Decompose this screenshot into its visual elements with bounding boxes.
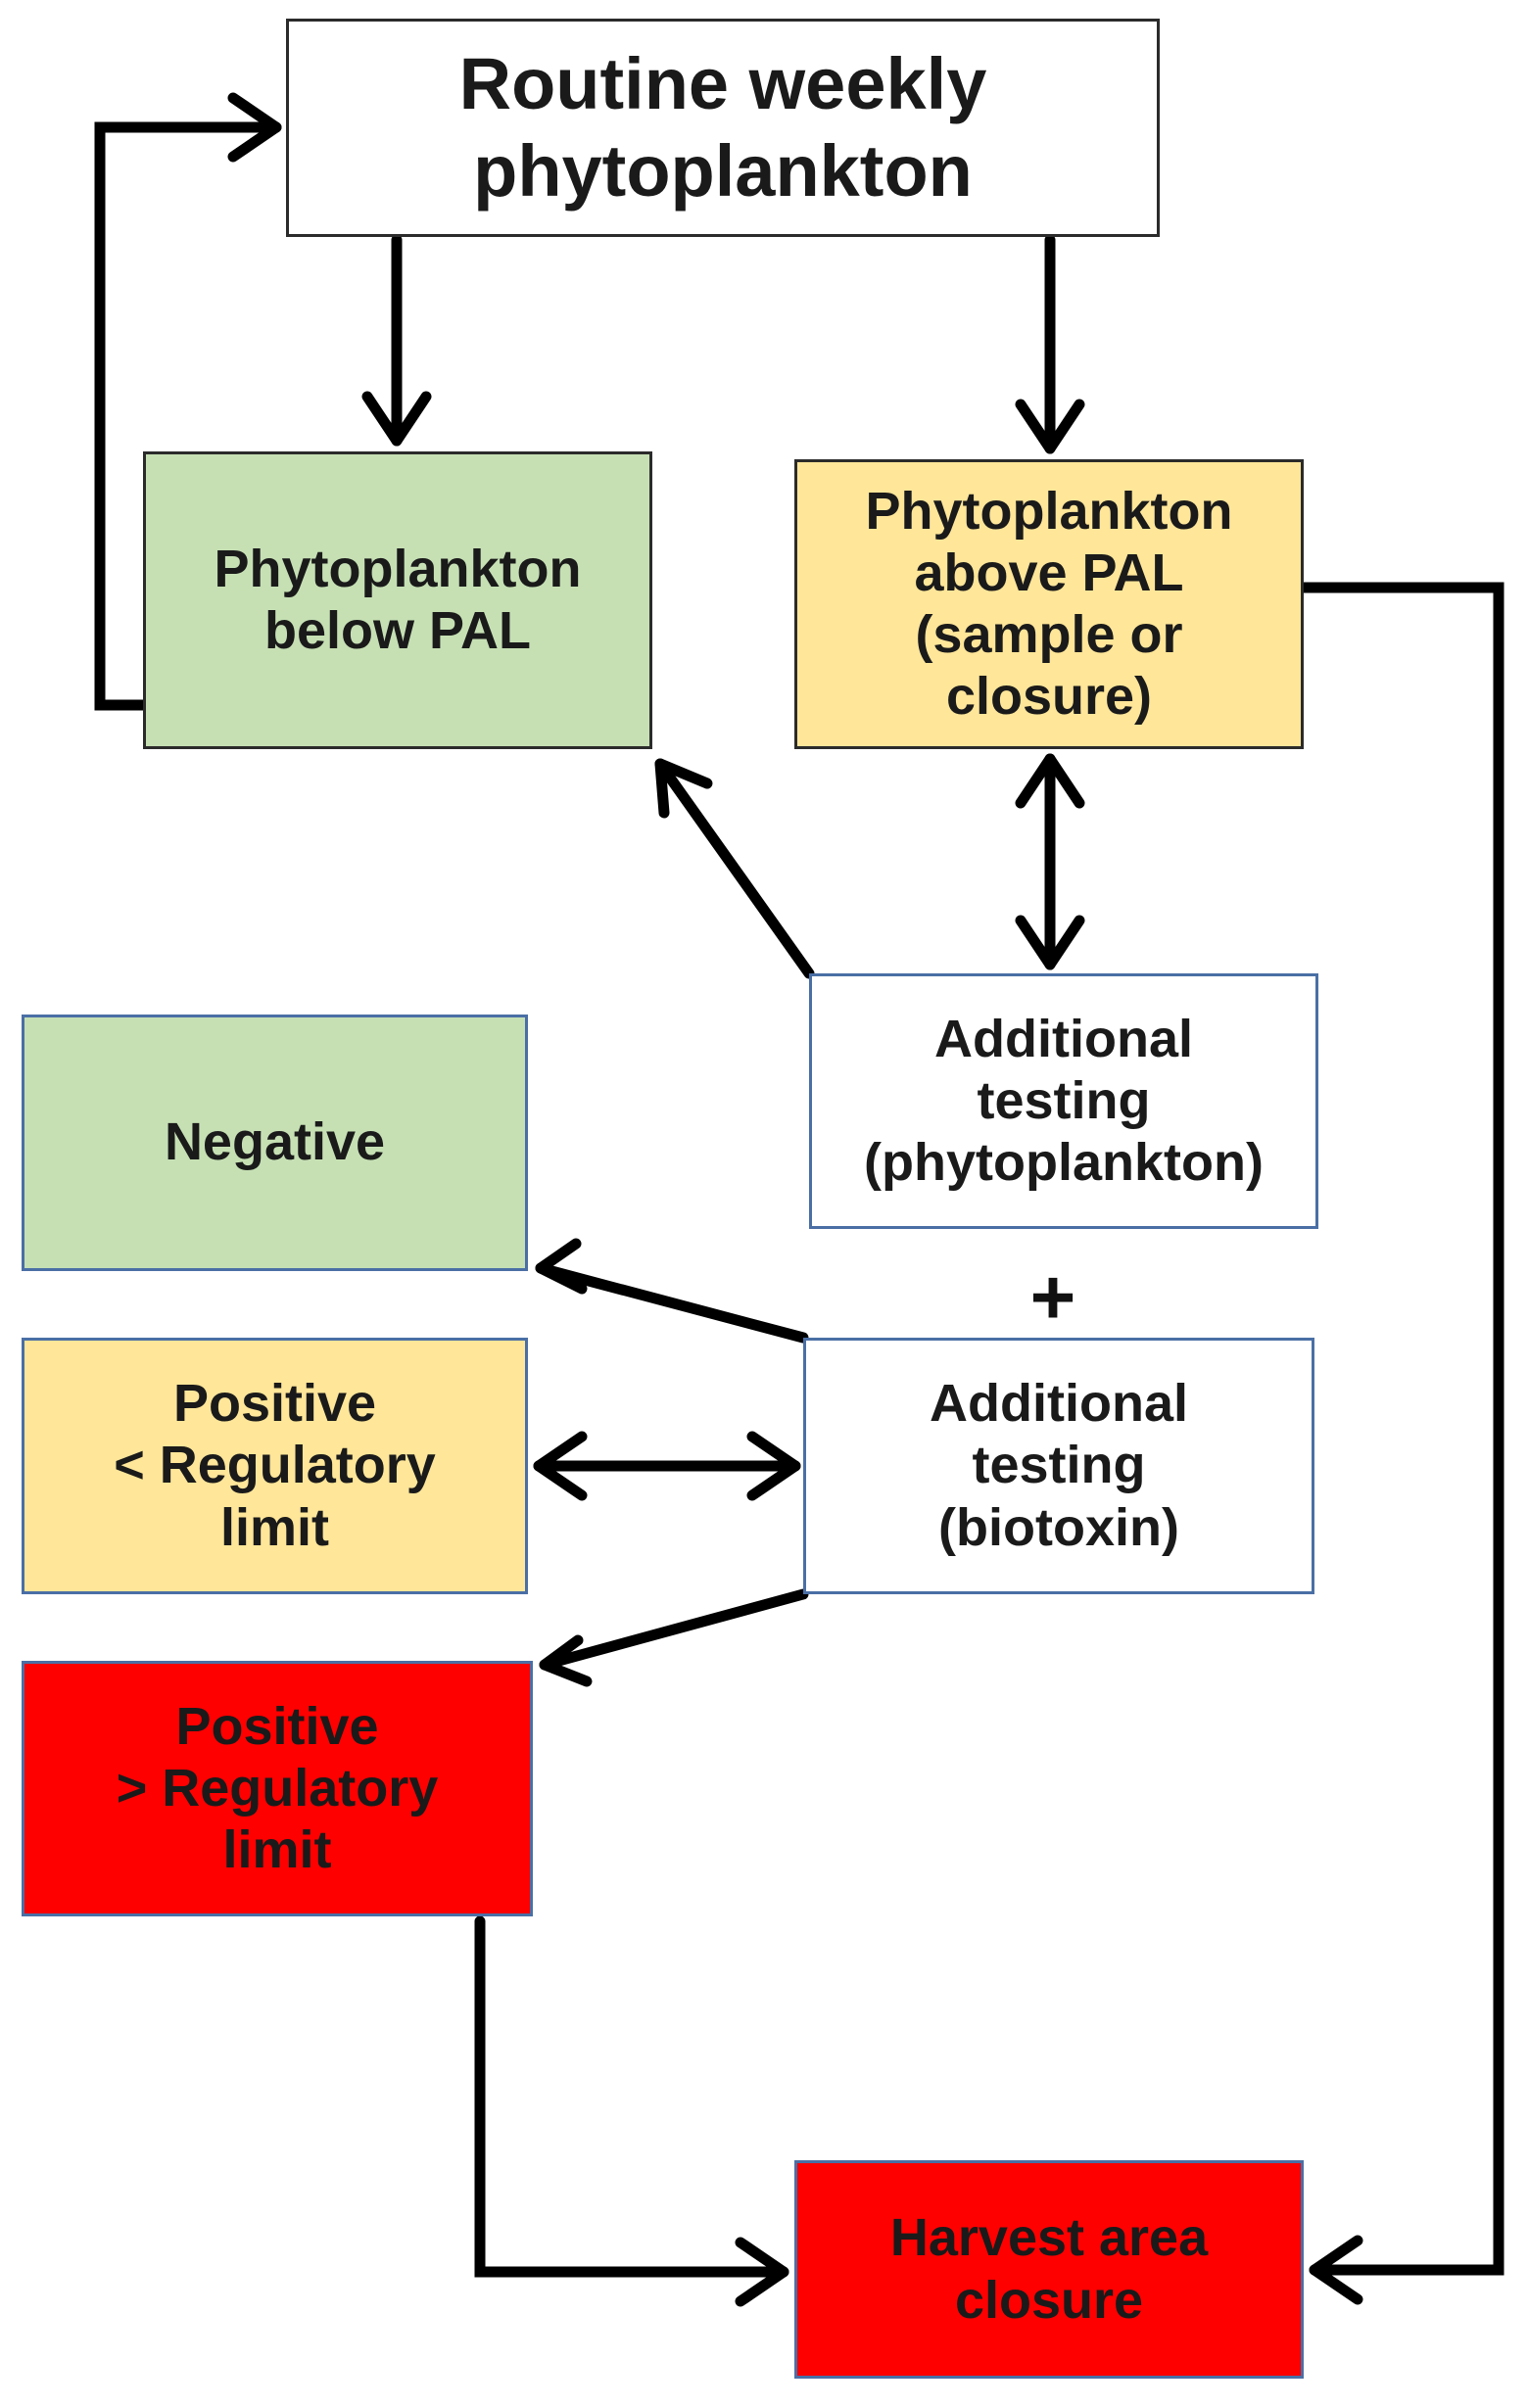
edge-below-pal-loop-to-routine	[94, 121, 282, 711]
arrowhead-additional-phyto-down	[1015, 915, 1085, 970]
node-phytoplankton-below-pal: Phytoplankton below PAL	[143, 451, 652, 749]
node-phytoplankton-above-pal: Phytoplankton above PAL (sample or closu…	[794, 459, 1304, 749]
node-label: Additional testing (biotoxin)	[930, 1374, 1188, 1557]
node-positive-above-regulatory-limit: Positive > Regulatory limit	[22, 1661, 533, 1916]
node-label: Negative	[164, 1112, 386, 1172]
node-positive-below-regulatory-limit: Positive < Regulatory limit	[22, 1338, 528, 1594]
node-label: Additional testing (phytoplankton)	[864, 1009, 1264, 1193]
edge-positive-above-to-closure	[474, 1915, 789, 2278]
node-additional-testing-biotoxin: Additional testing (biotoxin)	[803, 1338, 1314, 1594]
node-label: Positive < Regulatory limit	[114, 1374, 436, 1557]
edge-additional-phyto-to-below-pal	[654, 758, 815, 979]
arrowhead-positive-above	[539, 1634, 593, 1687]
edge-biotoxin-to-positive-above	[539, 1588, 809, 1671]
arrowhead-below-pal-diagonal	[654, 758, 713, 819]
node-label: Routine weekly phytoplankton	[458, 42, 987, 212]
node-routine-weekly-phytoplankton: Routine weekly phytoplankton	[286, 19, 1160, 237]
arrowhead-biotoxin	[746, 1431, 801, 1501]
arrowhead-above-pal	[1015, 399, 1085, 454]
node-harvest-area-closure: Harvest area closure	[794, 2160, 1304, 2379]
arrowhead-positive-below	[533, 1431, 588, 1501]
node-label: Phytoplankton above PAL (sample or closu…	[865, 481, 1233, 727]
arrowhead-negative	[535, 1238, 588, 1295]
arrowhead-routine	[227, 92, 282, 163]
node-label: Harvest area closure	[889, 2208, 1209, 2330]
arrowhead-closure-left	[735, 2237, 789, 2307]
arrowhead-closure-right	[1309, 2235, 1363, 2305]
arrowhead-below-pal	[361, 391, 432, 447]
node-negative: Negative	[22, 1015, 528, 1271]
edge-above-pal-to-closure	[1298, 582, 1504, 2276]
plus-sign: +	[1029, 1253, 1076, 1341]
node-label: Phytoplankton below PAL	[214, 539, 582, 660]
arrowhead-above-pal-up	[1015, 753, 1085, 809]
node-additional-testing-phytoplankton: Additional testing (phytoplankton)	[809, 973, 1318, 1229]
node-label: Positive > Regulatory limit	[116, 1696, 439, 1880]
edge-biotoxin-to-negative	[535, 1262, 809, 1344]
